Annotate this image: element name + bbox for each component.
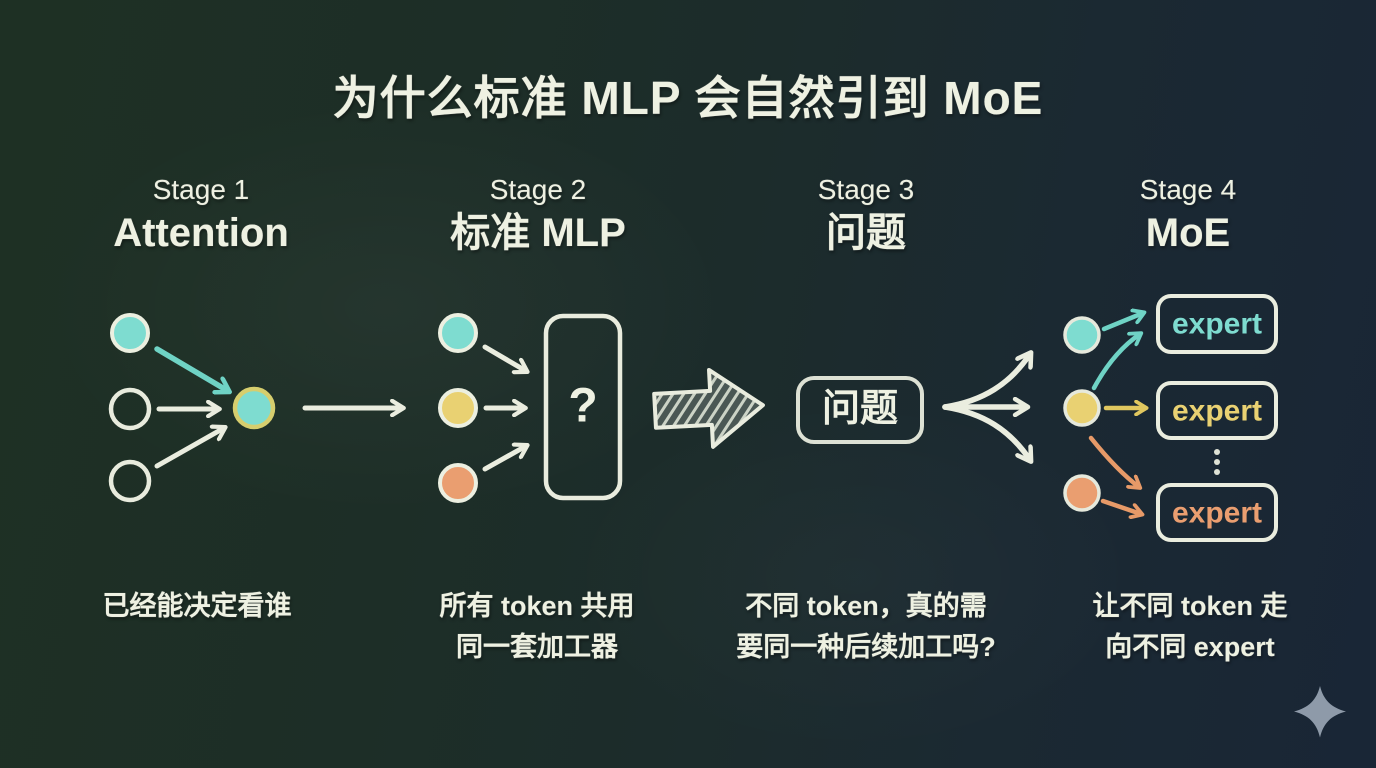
- mlp-box-symbol: ?: [568, 380, 597, 433]
- route-arrow-orange-curved: [1088, 435, 1139, 487]
- sparkle-icon: [1294, 686, 1346, 738]
- caption-line: 同一套加工器: [455, 632, 618, 662]
- token-teal-circle: [1063, 316, 1101, 354]
- caption-line: 不同 token，真的需: [745, 591, 987, 621]
- page-title: 为什么标准 MLP 会自然引到 MoE: [332, 72, 1044, 124]
- token-yellow-circle: [438, 388, 478, 428]
- input-arrow: [482, 446, 526, 472]
- mlp-box: [543, 313, 623, 501]
- stage4-moe-diagram: expert expert expert: [1063, 294, 1278, 542]
- attention-arrow-teal: [154, 346, 228, 391]
- stage2-name: 标准 MLP: [450, 211, 626, 255]
- expert-label-yellow: expert: [1172, 395, 1262, 428]
- stage3-caption: 不同 token，真的需 要同一种后续加工吗?: [736, 586, 996, 668]
- expert-box-2: [1156, 381, 1278, 440]
- stage1-attention-diagram: [108, 313, 402, 503]
- token-orange-circle: [1063, 474, 1101, 512]
- route-arrow-orange: [1100, 498, 1141, 514]
- caption-line: 向不同 expert: [1105, 632, 1275, 662]
- stage3-name: 问题: [826, 211, 906, 255]
- input-arrow: [482, 344, 526, 371]
- stage3-header: Stage 3 问题: [818, 172, 915, 258]
- stage2-caption: 所有 token 共用 同一套加工器: [439, 586, 634, 668]
- caption-line: 要同一种后续加工吗?: [736, 632, 996, 662]
- caption-line: 已经能决定看谁: [102, 591, 292, 621]
- attention-arrow: [154, 428, 224, 469]
- branch-arrow-up: [942, 354, 1030, 410]
- token-orange-circle: [438, 463, 478, 503]
- caption-line: 所有 token 共用: [439, 591, 635, 621]
- token-yellow-circle: [1063, 389, 1101, 427]
- stage1-label: Stage 1: [152, 174, 250, 205]
- stage4-header: Stage 4 MoE: [1140, 172, 1237, 258]
- stage4-label: Stage 4: [1139, 174, 1237, 205]
- expert-box-1: [1156, 294, 1278, 354]
- expert-label-teal: expert: [1172, 308, 1262, 341]
- route-arrow-teal: [1101, 313, 1143, 332]
- stage2-label: Stage 2: [489, 174, 587, 205]
- stage2-mlp-diagram: ?: [438, 313, 765, 503]
- token-teal-circle: [110, 313, 150, 353]
- branch-arrow-down: [942, 404, 1030, 460]
- ellipsis-dots-icon: [1214, 449, 1220, 475]
- route-arrow-teal-curved: [1091, 334, 1140, 391]
- stage1-caption: 已经能决定看谁: [103, 586, 292, 627]
- expert-box-3: [1156, 483, 1278, 542]
- stage4-name: MoE: [1145, 211, 1231, 255]
- stage2-header: Stage 2 标准 MLP: [450, 172, 626, 258]
- stage4-caption: 让不同 token 走 向不同 expert: [1092, 586, 1287, 668]
- stage3-problem-diagram: 问题: [796, 354, 1030, 460]
- stage1-header: Stage 1 Attention: [113, 172, 289, 258]
- attended-token-circle: [232, 386, 276, 430]
- expert-label-orange: expert: [1172, 497, 1262, 530]
- big-transition-arrow: [652, 367, 765, 449]
- problem-box-label: 问题: [822, 388, 898, 430]
- problem-box: [796, 376, 924, 444]
- token-teal-circle: [438, 313, 478, 353]
- caption-line: 让不同 token 走: [1092, 591, 1288, 621]
- token-empty-circle: [108, 387, 152, 431]
- stage3-label: Stage 3: [817, 174, 915, 205]
- stage1-name: Attention: [113, 211, 289, 255]
- token-empty-circle: [108, 459, 152, 503]
